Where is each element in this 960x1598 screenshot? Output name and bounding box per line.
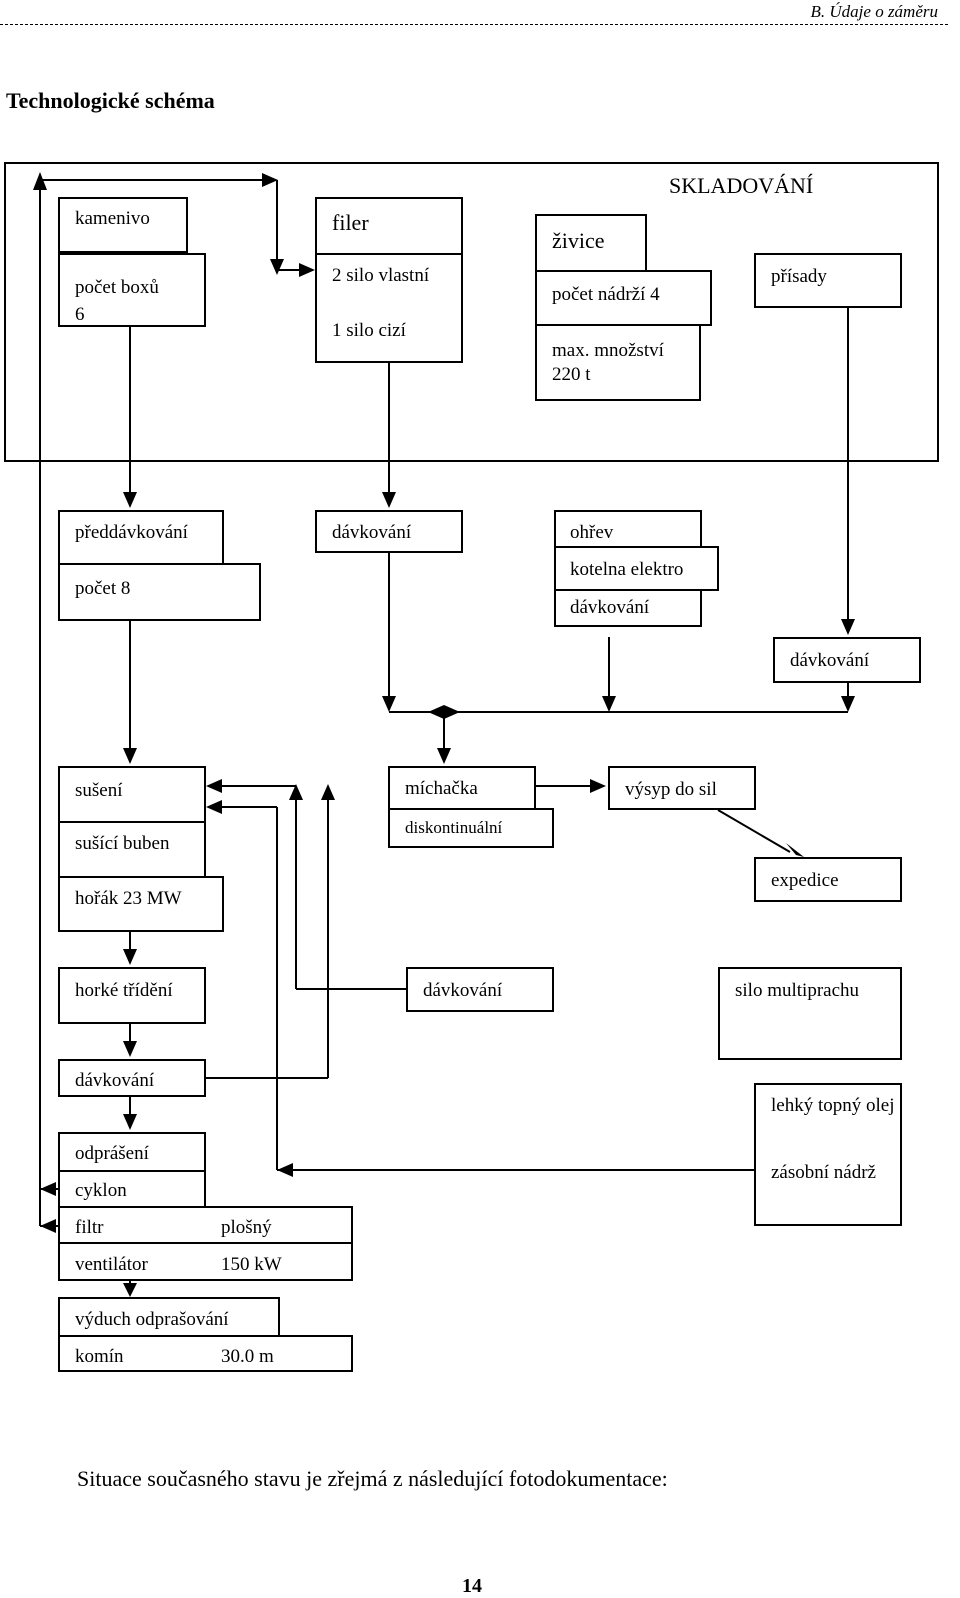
zivice-amount-box (535, 324, 701, 401)
page-number: 14 (462, 1575, 482, 1597)
michacka-type-box (388, 808, 554, 848)
expedice-label: expedice (771, 870, 839, 891)
michacka-title: míchačka (405, 778, 478, 799)
vysyp-label: výsyp do sil (625, 779, 717, 800)
horke-trideni-box (58, 967, 206, 1024)
kamenivo-count-label: počet boxů (75, 277, 159, 298)
filer-title: filer (332, 210, 369, 235)
prisady-davkovani-box (773, 637, 921, 683)
vysyp-box (608, 766, 756, 810)
silo-multiprachu-label: silo multiprachu (735, 980, 860, 1001)
suseni-drum-box (58, 821, 206, 878)
odpraseni-fan-box (58, 1242, 353, 1281)
storage-label: SKLADOVÁNÍ (669, 173, 814, 198)
filer-divider (315, 253, 463, 255)
filer-davkovani-label: dávkování (332, 522, 412, 543)
kamenivo-title: kamenivo (75, 208, 150, 229)
zivice-amount-value: 220 t (552, 364, 591, 385)
odpraseni-filter-value: plošný (221, 1217, 272, 1238)
suseni-title-box (58, 766, 206, 823)
lower-davkovani-box (58, 1059, 206, 1097)
filer-silo-own: 2 silo vlastní (332, 265, 430, 286)
lower-davkovani-label: dávkování (75, 1070, 155, 1091)
page-title: Technologické schéma (6, 88, 215, 113)
kamenivo-title-box (58, 197, 188, 253)
suseni-burner: hořák 23 MW (75, 888, 182, 909)
kamenivo-count-value: 6 (75, 304, 85, 325)
preddavkovani-count-box (58, 563, 261, 621)
odpraseni-cyclone: cyklon (75, 1180, 127, 1201)
prisady-davkovani-label: dávkování (790, 650, 870, 671)
vyduch-chimney-value: 30.0 m (221, 1346, 274, 1367)
suseni-burner-box (58, 876, 224, 932)
suseni-drum: sušící buben (75, 833, 170, 854)
ohrev-title: ohřev (570, 522, 614, 543)
odpraseni-fan-value: 150 kW (221, 1254, 282, 1275)
header-divider (0, 24, 948, 25)
filer-box (315, 197, 463, 363)
prisady-box (754, 253, 902, 308)
ohrev-kotelna: kotelna elektro (570, 559, 684, 580)
filer-silo-foreign: 1 silo cizí (332, 320, 406, 341)
fuel-oil-label: lehký topný olej (771, 1095, 895, 1116)
silo-multiprachu-box (718, 967, 902, 1060)
odpraseni-title-box (58, 1132, 206, 1172)
mid-davkovani-label: dávkování (423, 980, 503, 1001)
expedice-box (754, 857, 902, 902)
preddavkovani-title-box (58, 510, 224, 565)
vyduch-chimney-box (58, 1335, 353, 1372)
vyduch-chimney-label: komín (75, 1346, 124, 1367)
odpraseni-filter-label: filtr (75, 1217, 104, 1238)
suseni-title: sušení (75, 780, 123, 801)
section-header: B. Údaje o záměru (810, 2, 938, 21)
vyduch-title: výduch odprašování (75, 1309, 229, 1330)
ohrev-kotelna-box (554, 546, 719, 591)
fuel-oil-tank-box (754, 1083, 902, 1226)
michacka-type: diskontinuální (405, 818, 503, 837)
ohrev-davkovani: dávkování (570, 597, 650, 618)
ohrev-title-box (554, 510, 702, 548)
mid-davkovani-box (406, 967, 554, 1012)
filer-davkovani-box (315, 510, 463, 553)
storage-frame (4, 162, 939, 462)
zivice-tanks: počet nádrží 4 (552, 284, 660, 305)
kamenivo-detail-box (58, 253, 206, 327)
footer-sentence: Situace současného stavu je zřejmá z nás… (77, 1466, 668, 1491)
ohrev-davkovani-box (554, 589, 702, 627)
odpraseni-fan-label: ventilátor (75, 1254, 148, 1275)
odpraseni-filter-box (58, 1206, 353, 1244)
horke-trideni-label: horké třídění (75, 980, 173, 1001)
zivice-title: živice (552, 228, 605, 253)
preddavkovani-count: počet 8 (75, 578, 131, 599)
odpraseni-title: odprášení (75, 1143, 149, 1164)
preddavkovani-title: předdávkování (75, 522, 188, 543)
prisady-label: přísady (771, 266, 827, 287)
fuel-tank-label: zásobní nádrž (771, 1162, 876, 1183)
zivice-amount-label: max. množství (552, 340, 664, 361)
